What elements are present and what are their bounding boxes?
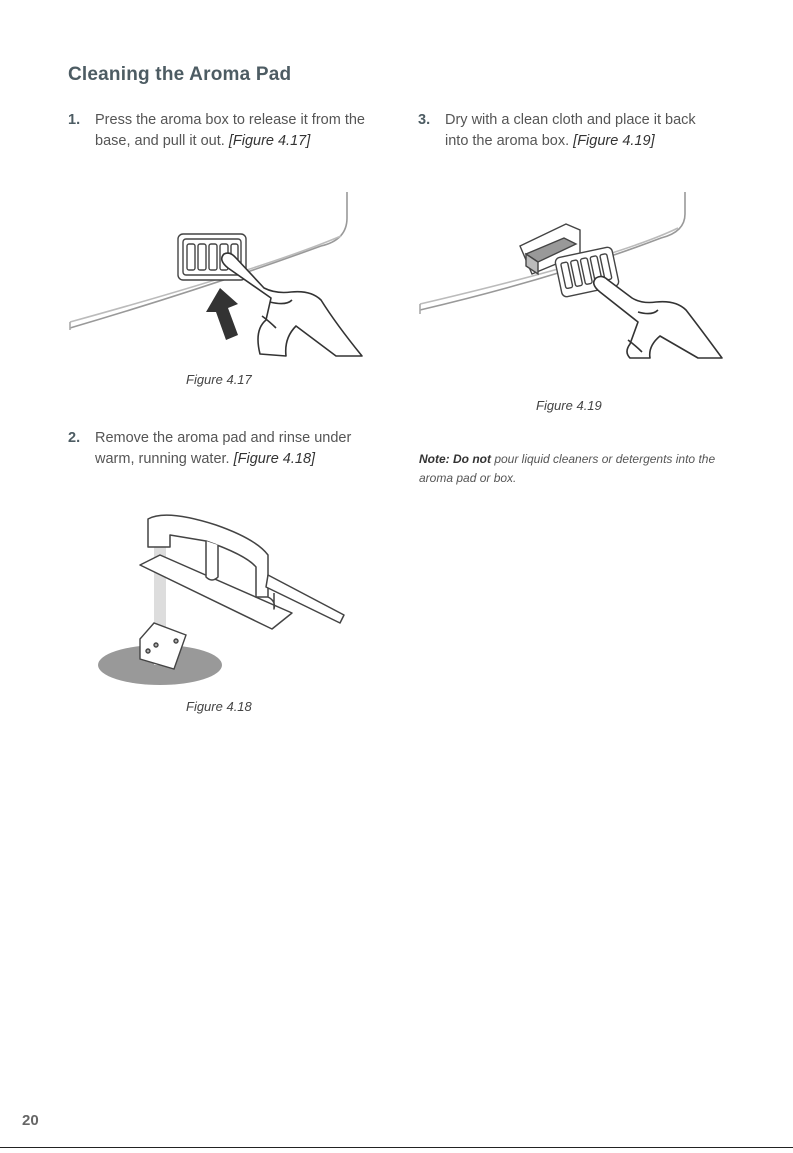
step-text-container: Remove the aroma pad and rinse under war… [95,428,378,470]
figure-reference: [Figure 4.19] [573,133,654,149]
step-text-container: Dry with a clean cloth and place it back… [445,110,723,152]
aroma-pad-drawing [139,622,187,670]
figure-4-19-illustration [419,192,723,359]
step-2: 2. Remove the aroma pad and rinse under … [68,428,378,470]
note-label: Note: Do not [419,452,491,466]
step-text: Dry with a clean cloth and place it back… [445,112,696,149]
step-1: 1. Press the aroma box to release it fro… [68,110,368,152]
hand-drawing [592,275,723,359]
footer-divider [0,1147,793,1148]
step-number: 3. [418,112,431,128]
aroma-box-with-pad [519,223,620,298]
hand-drawing [220,252,363,357]
figure-ref-label: Figure 4.19 [577,133,651,149]
step-text: Remove the aroma pad and rinse under war… [95,430,352,467]
figure-ref-label: Figure 4.17 [232,133,307,149]
page-title: Cleaning the Aroma Pad [68,64,292,85]
caption-figure-4-19: Figure 4.19 [536,398,602,413]
step-3: 3. Dry with a clean cloth and place it b… [418,110,723,152]
figure-reference: [Figure 4.17] [229,133,310,149]
bracket-open: [ [573,133,578,149]
figure-4-18-illustration [98,514,345,685]
bracket-open: [ [228,133,233,149]
figure-ref-label: Figure 4.18 [237,451,312,467]
caption-figure-4-17: Figure 4.17 [186,372,252,387]
page-number: 20 [22,1112,39,1129]
bracket-open: [ [233,451,238,467]
step-number: 2. [68,430,81,446]
caption-figure-4-18: Figure 4.18 [186,699,252,714]
figure-reference: [Figure 4.18] [234,451,315,467]
bracket-close: ] [311,451,316,467]
note: Note: Do not pour liquid cleaners or det… [419,450,739,488]
step-number: 1. [68,112,81,128]
bracket-close: ] [650,133,655,149]
note-text: pour liquid cleaners or detergents into … [419,452,716,485]
push-arrow-icon [206,288,238,340]
step-text-container: Press the aroma box to release it from t… [95,110,368,152]
faucet-drawing [139,514,345,630]
figure-4-17-illustration [69,192,363,357]
step-text: Press the aroma box to release it from t… [95,112,365,149]
bracket-close: ] [306,133,311,149]
